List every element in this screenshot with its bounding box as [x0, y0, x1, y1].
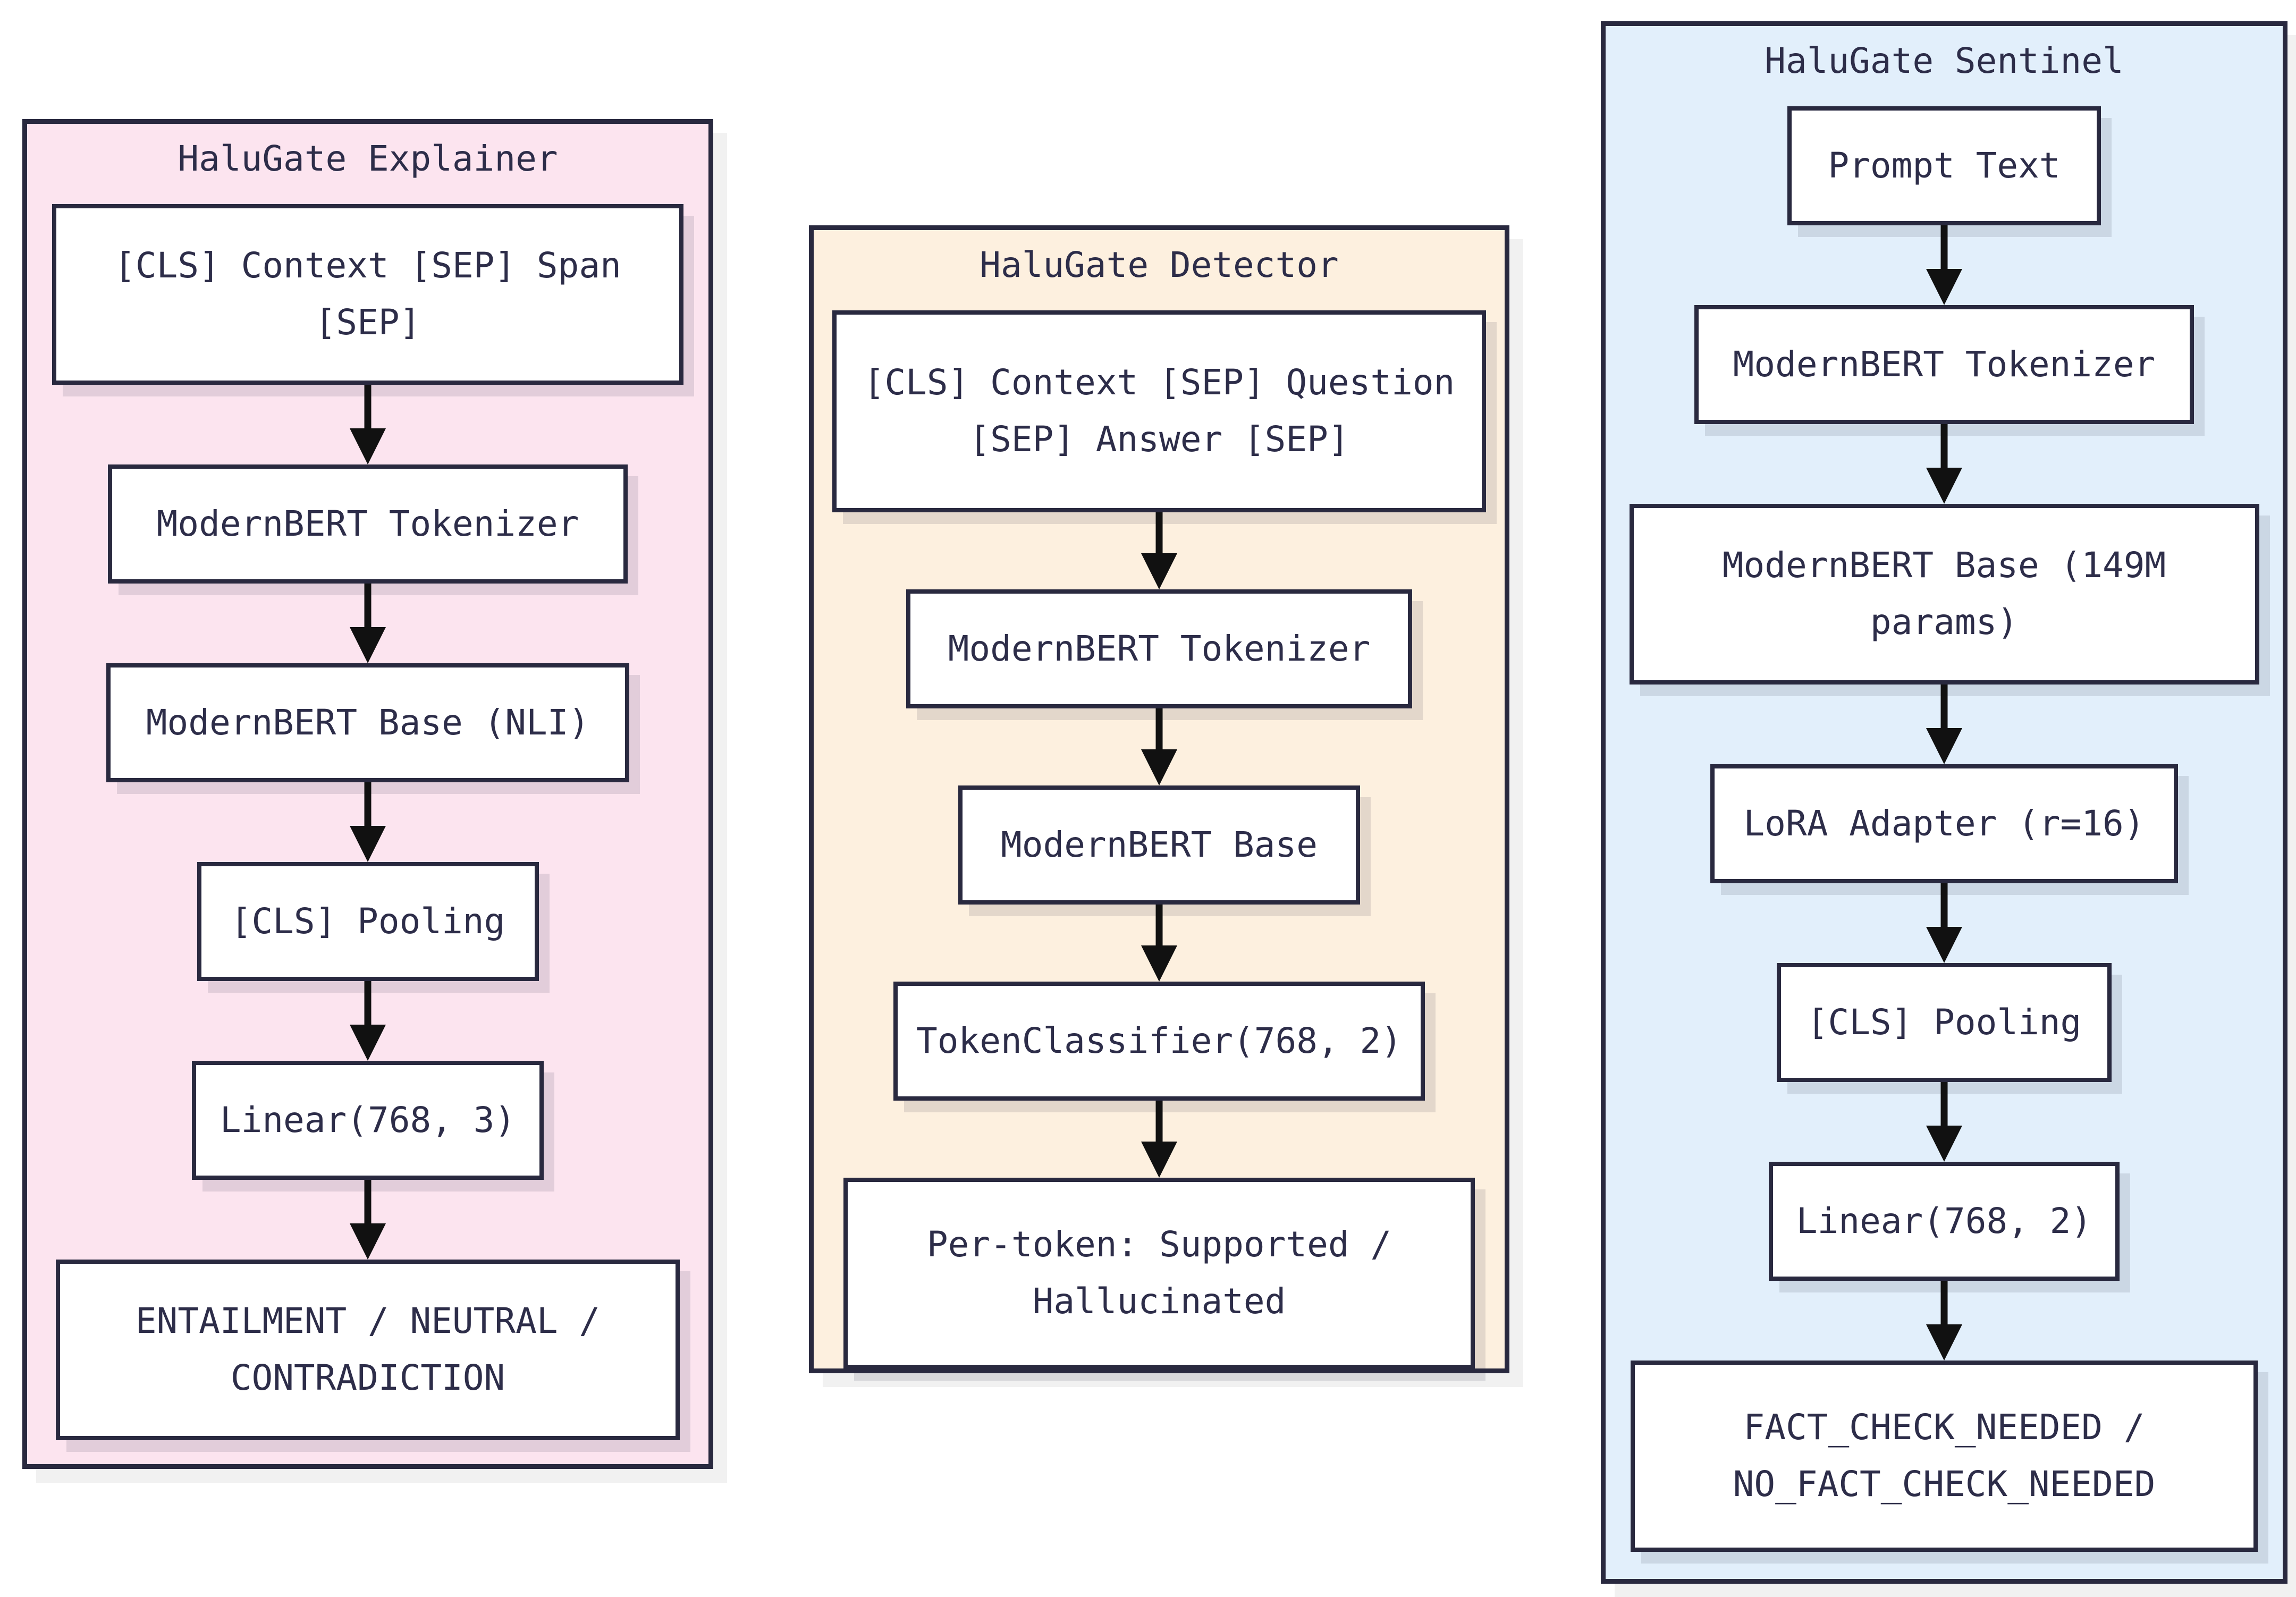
node-explainer-tokenizer: ModernBERT Tokenizer [108, 464, 628, 584]
flow-detector: [CLS] Context [SEP] Question [SEP] Answe… [832, 310, 1486, 1370]
node-explainer-cls-pooling: [CLS] Pooling [197, 862, 539, 982]
node-sentinel-cls-pooling: [CLS] Pooling [1777, 963, 2112, 1083]
arrow-down-icon [1137, 512, 1181, 589]
arrow-down-icon [345, 782, 390, 862]
arrow-down-icon [1922, 883, 1966, 963]
node-sentinel-lora-adapter: LoRA Adapter (r=16) [1710, 764, 2178, 884]
panel-halugate-explainer: HaluGate Explainer [CLS] Context [SEP] S… [22, 119, 713, 1469]
panel-halugate-sentinel: HaluGate Sentinel Prompt Text ModernBERT… [1601, 21, 2287, 1584]
arrow-down-icon [1137, 1101, 1181, 1178]
node-detector-output-labels: Per-token: Supported / Hallucinated [843, 1178, 1475, 1370]
panel-title-sentinel: HaluGate Sentinel [1765, 40, 2124, 81]
arrow-down-icon [1922, 424, 1966, 504]
arrow-down-icon [1137, 905, 1181, 982]
node-sentinel-prompt-text: Prompt Text [1787, 106, 2101, 226]
arrow-down-icon [1137, 708, 1181, 785]
node-explainer-base-nli: ModernBERT Base (NLI) [106, 663, 629, 783]
node-sentinel-output-labels: FACT_CHECK_NEEDED / NO_FACT_CHECK_NEEDED [1631, 1361, 2258, 1552]
node-explainer-input: [CLS] Context [SEP] Span [SEP] [52, 204, 683, 385]
node-explainer-output-labels: ENTAILMENT / NEUTRAL / CONTRADICTION [56, 1260, 680, 1441]
flow-explainer: [CLS] Context [SEP] Span [SEP] ModernBER… [52, 204, 683, 1441]
node-sentinel-linear: Linear(768, 2) [1769, 1162, 2120, 1281]
panel-title-explainer: HaluGate Explainer [178, 138, 558, 179]
flow-sentinel: Prompt Text ModernBERT Tokenizer ModernB… [1629, 106, 2259, 1552]
node-explainer-linear: Linear(768, 3) [192, 1061, 544, 1180]
arrow-down-icon [1922, 225, 1966, 305]
node-sentinel-tokenizer: ModernBERT Tokenizer [1694, 305, 2194, 425]
node-sentinel-base-149m: ModernBERT Base (149M params) [1629, 504, 2259, 685]
arrow-down-icon [1922, 685, 1966, 764]
arrow-down-icon [345, 385, 390, 464]
node-detector-tokenizer: ModernBERT Tokenizer [906, 589, 1412, 709]
node-detector-input: [CLS] Context [SEP] Question [SEP] Answe… [832, 310, 1486, 513]
arrow-down-icon [345, 584, 390, 663]
arrow-down-icon [345, 1180, 390, 1260]
arrow-down-icon [345, 981, 390, 1061]
node-detector-token-classifier: TokenClassifier(768, 2) [893, 982, 1425, 1101]
panel-title-detector: HaluGate Detector [980, 244, 1339, 285]
node-detector-base: ModernBERT Base [958, 785, 1360, 905]
panel-halugate-detector: HaluGate Detector [CLS] Context [SEP] Qu… [809, 225, 1509, 1373]
arrow-down-icon [1922, 1082, 1966, 1162]
arrow-down-icon [1922, 1281, 1966, 1361]
